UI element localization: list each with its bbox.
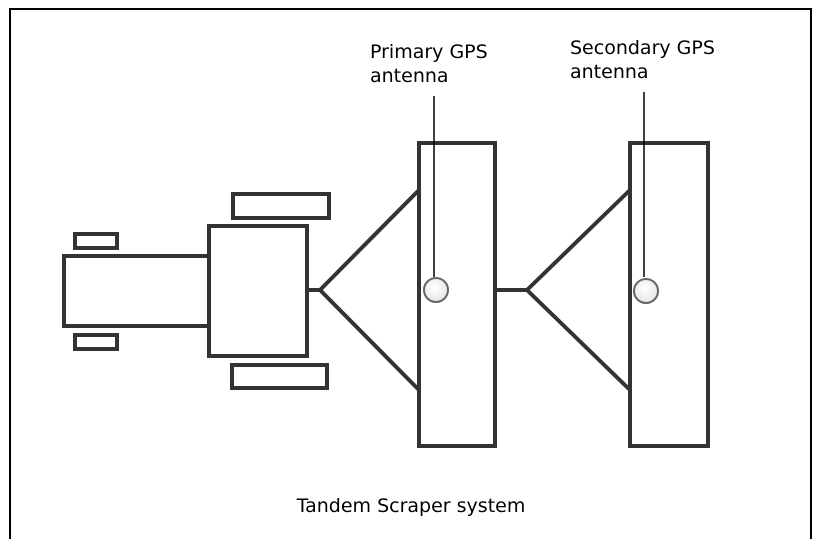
figure-caption: Tandem Scraper system xyxy=(296,495,526,517)
secondary-gps-antenna-icon xyxy=(633,278,659,304)
tractor-front-body xyxy=(62,254,212,328)
primary-gps-antenna-icon xyxy=(423,277,449,303)
secondary-label-line2: antenna xyxy=(570,61,649,83)
rear-wheel-bottom xyxy=(230,363,329,390)
primary-label-line2: antenna xyxy=(370,65,449,87)
rear-wheel-top xyxy=(231,192,331,220)
secondary-label-line1: Secondary GPS xyxy=(570,37,715,59)
tractor-cab xyxy=(207,224,309,358)
front-wheel-bottom xyxy=(73,333,119,351)
front-wheel-top xyxy=(73,232,119,250)
first-hitch xyxy=(307,188,421,392)
primary-gps-antenna-label: Primary GPS antenna xyxy=(370,40,488,88)
secondary-gps-antenna-label: Secondary GPS antenna xyxy=(570,36,715,84)
primary-label-line1: Primary GPS xyxy=(370,41,488,63)
figure-frame xyxy=(9,8,812,539)
tandem-connector xyxy=(495,188,632,392)
